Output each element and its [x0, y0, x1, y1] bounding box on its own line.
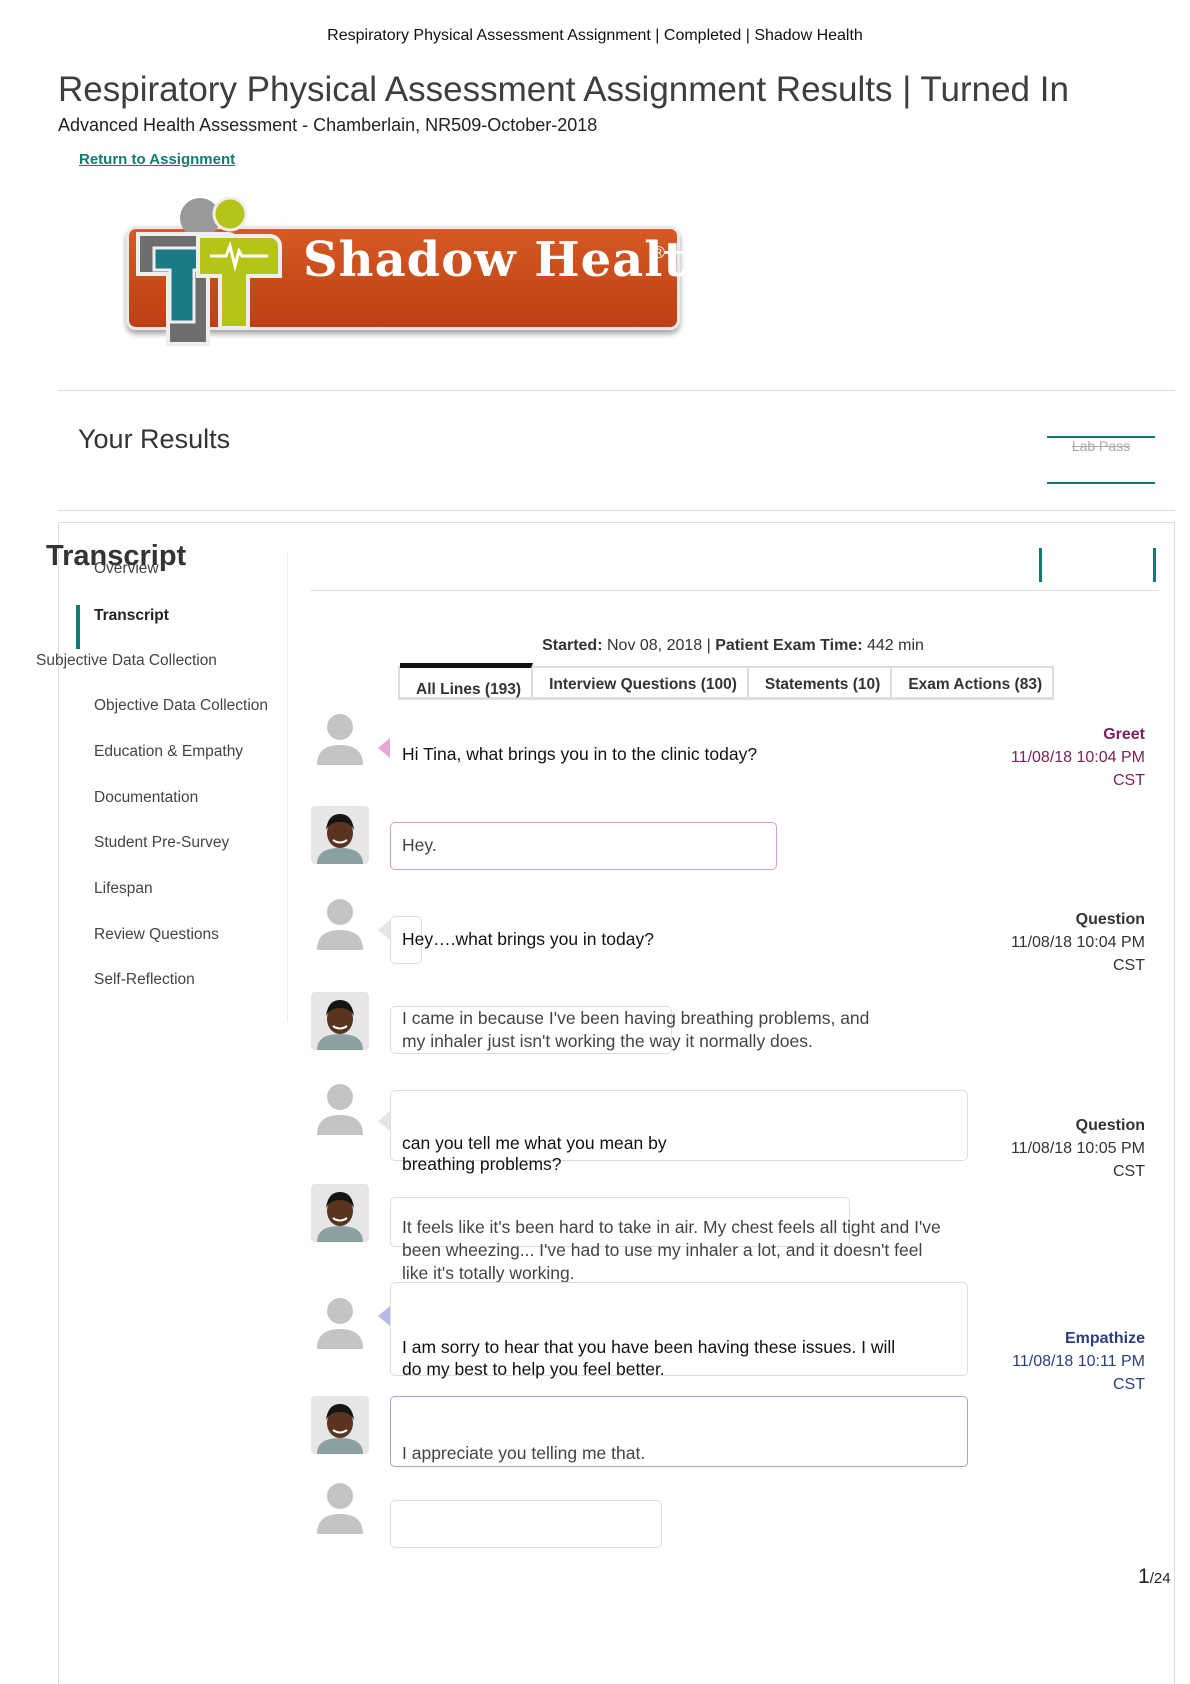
- message-timezone: CST: [1113, 957, 1145, 974]
- student-avatar: [311, 1077, 369, 1135]
- message-bubble: [390, 1396, 968, 1467]
- message-bubble: [390, 1500, 662, 1548]
- print-header: Respiratory Physical Assessment Assignme…: [327, 27, 863, 44]
- message-time: 11/08/18 10:04 PM: [1010, 934, 1145, 951]
- bubble-tip: [378, 1306, 390, 1326]
- results-panel: [58, 522, 1175, 1684]
- message-line: I came in because I've been having breat…: [402, 1008, 870, 1028]
- patient-message: Hey.: [402, 835, 437, 855]
- header-divider: [58, 390, 1175, 391]
- patient-avatar: [311, 1396, 369, 1454]
- nav-item-education-empathy[interactable]: Education & Empathy: [94, 743, 244, 760]
- bubble-tip: [378, 1111, 390, 1131]
- student-message: I am sorry to hear that you have been ha…: [402, 1336, 895, 1380]
- message-line: I am sorry to hear that you have been ha…: [402, 1337, 896, 1357]
- message-time: 11/08/18 10:11 PM: [1012, 1353, 1145, 1370]
- control-tick-left: [1039, 548, 1042, 582]
- message-meta: Question 11/08/18 10:05 PM CST: [975, 1114, 1145, 1183]
- tab-interview-questions[interactable]: Interview Questions (100): [533, 668, 749, 697]
- nav-item-subjective-data-collection[interactable]: Subjective Data Collection: [36, 652, 217, 669]
- registered-mark: ®: [652, 243, 665, 262]
- nav-item-lifespan[interactable]: Lifespan: [94, 880, 153, 897]
- action-type: Greet: [1103, 726, 1145, 743]
- tab-statements[interactable]: Statements (10): [749, 668, 893, 697]
- message-timezone: CST: [1113, 1163, 1145, 1180]
- bubble-tip: [378, 738, 390, 758]
- message-meta: Greet 11/08/18 10:04 PM CST: [975, 723, 1145, 792]
- bubble-tip: [378, 920, 390, 940]
- control-tick-right: [1153, 548, 1156, 582]
- exam-time-label: Patient Exam Time:: [715, 637, 863, 654]
- message-bubble: [390, 1090, 968, 1161]
- message-line: my inhaler just isn't working the way it…: [402, 1031, 813, 1051]
- page-number: 1/24: [1138, 1565, 1171, 1589]
- lab-pass-label: Lab Pass: [1047, 436, 1155, 454]
- patient-message: It feels like it's been hard to take in …: [402, 1216, 941, 1285]
- tab-all-lines[interactable]: All Lines (193): [400, 663, 534, 698]
- nav-item-student-pre-survey[interactable]: Student Pre-Survey: [94, 834, 230, 851]
- nav-item-objective-data-collection[interactable]: Objective Data Collection: [94, 697, 269, 714]
- message-meta: Empathize 11/08/18 10:11 PM CST: [975, 1327, 1145, 1396]
- message-bubble: [390, 916, 422, 964]
- message-line: like it's totally working.: [402, 1263, 575, 1283]
- action-type: Question: [1075, 911, 1145, 928]
- nav-item-overview[interactable]: Overview: [94, 560, 159, 577]
- started-value: Nov 08, 2018: [606, 637, 703, 654]
- tab-exam-actions[interactable]: Exam Actions (83): [908, 676, 1043, 693]
- message-line: can you tell me what you mean by: [402, 1133, 667, 1153]
- page-title: Respiratory Physical Assessment Assignme…: [58, 70, 1069, 109]
- page-current: 1: [1138, 1565, 1150, 1588]
- message-time: 11/08/18 10:05 PM: [1010, 1140, 1145, 1157]
- page-total: /24: [1149, 1570, 1171, 1587]
- message-line: breathing problems?: [402, 1154, 562, 1174]
- student-avatar: [311, 707, 369, 765]
- nav-item-transcript[interactable]: Transcript: [94, 607, 169, 624]
- message-timezone: CST: [1113, 1376, 1145, 1393]
- message-timezone: CST: [1113, 772, 1145, 789]
- logo-text: Shadow Health: [303, 232, 723, 288]
- exam-started-info: Started: Nov 08, 2018 | Patient Exam Tim…: [310, 637, 1156, 655]
- nav-item-self-reflection[interactable]: Self-Reflection: [94, 971, 195, 988]
- started-label: Started:: [542, 637, 603, 654]
- student-message: Hey….what brings you in today?: [402, 929, 654, 949]
- message-bubble: [390, 822, 777, 870]
- transcript-top-rule: [310, 590, 1158, 591]
- student-avatar: [311, 1476, 369, 1534]
- your-results-heading: Your Results: [78, 424, 231, 454]
- lab-pass-button[interactable]: Lab Pass: [1047, 432, 1155, 484]
- exam-time-value: 442 min: [867, 637, 924, 654]
- return-to-assignment-link[interactable]: Return to Assignment: [79, 151, 236, 168]
- message-time: 11/08/18 10:04 PM: [1010, 749, 1145, 766]
- medical-figure-icon: [136, 196, 282, 346]
- patient-avatar: [311, 992, 369, 1050]
- active-nav-marker: [76, 605, 80, 649]
- course-name: Advanced Health Assessment - Chamberlain…: [58, 115, 598, 135]
- action-type: Question: [1075, 1117, 1145, 1134]
- action-type: Empathize: [1064, 1330, 1145, 1347]
- results-divider: [58, 510, 1175, 511]
- student-avatar: [311, 1291, 369, 1349]
- patient-message: I appreciate you telling me that.: [402, 1443, 646, 1463]
- nav-item-review-questions[interactable]: Review Questions: [94, 926, 219, 943]
- transcript-heading: Transcript: [46, 540, 187, 572]
- message-bubble: [390, 1006, 672, 1054]
- message-bubble: [390, 1282, 968, 1376]
- message-line: do my best to help you feel better.: [402, 1359, 665, 1379]
- patient-avatar: [311, 1184, 369, 1242]
- started-separator: |: [706, 637, 711, 654]
- message-line: been wheezing... I've had to use my inha…: [402, 1240, 923, 1260]
- shadow-health-logo: ® Shadow Health: [118, 196, 722, 356]
- patient-message: I came in because I've been having breat…: [402, 1007, 869, 1053]
- student-avatar: [311, 892, 369, 950]
- student-message: can you tell me what you mean by breathi…: [402, 1133, 667, 1175]
- message-bubble: [390, 1197, 850, 1247]
- message-meta: Question 11/08/18 10:04 PM CST: [975, 908, 1145, 977]
- message-line: It feels like it's been hard to take in …: [402, 1217, 941, 1237]
- nav-item-documentation[interactable]: Documentation: [94, 789, 199, 806]
- student-message: Hi Tina, what brings you in to the clini…: [402, 744, 758, 764]
- side-nav: Overview Transcript Subjective Data Coll…: [36, 552, 288, 1022]
- transcript-filter-tabs: All Lines (193) Interview Questions (100…: [398, 663, 1055, 700]
- patient-avatar: [311, 806, 369, 864]
